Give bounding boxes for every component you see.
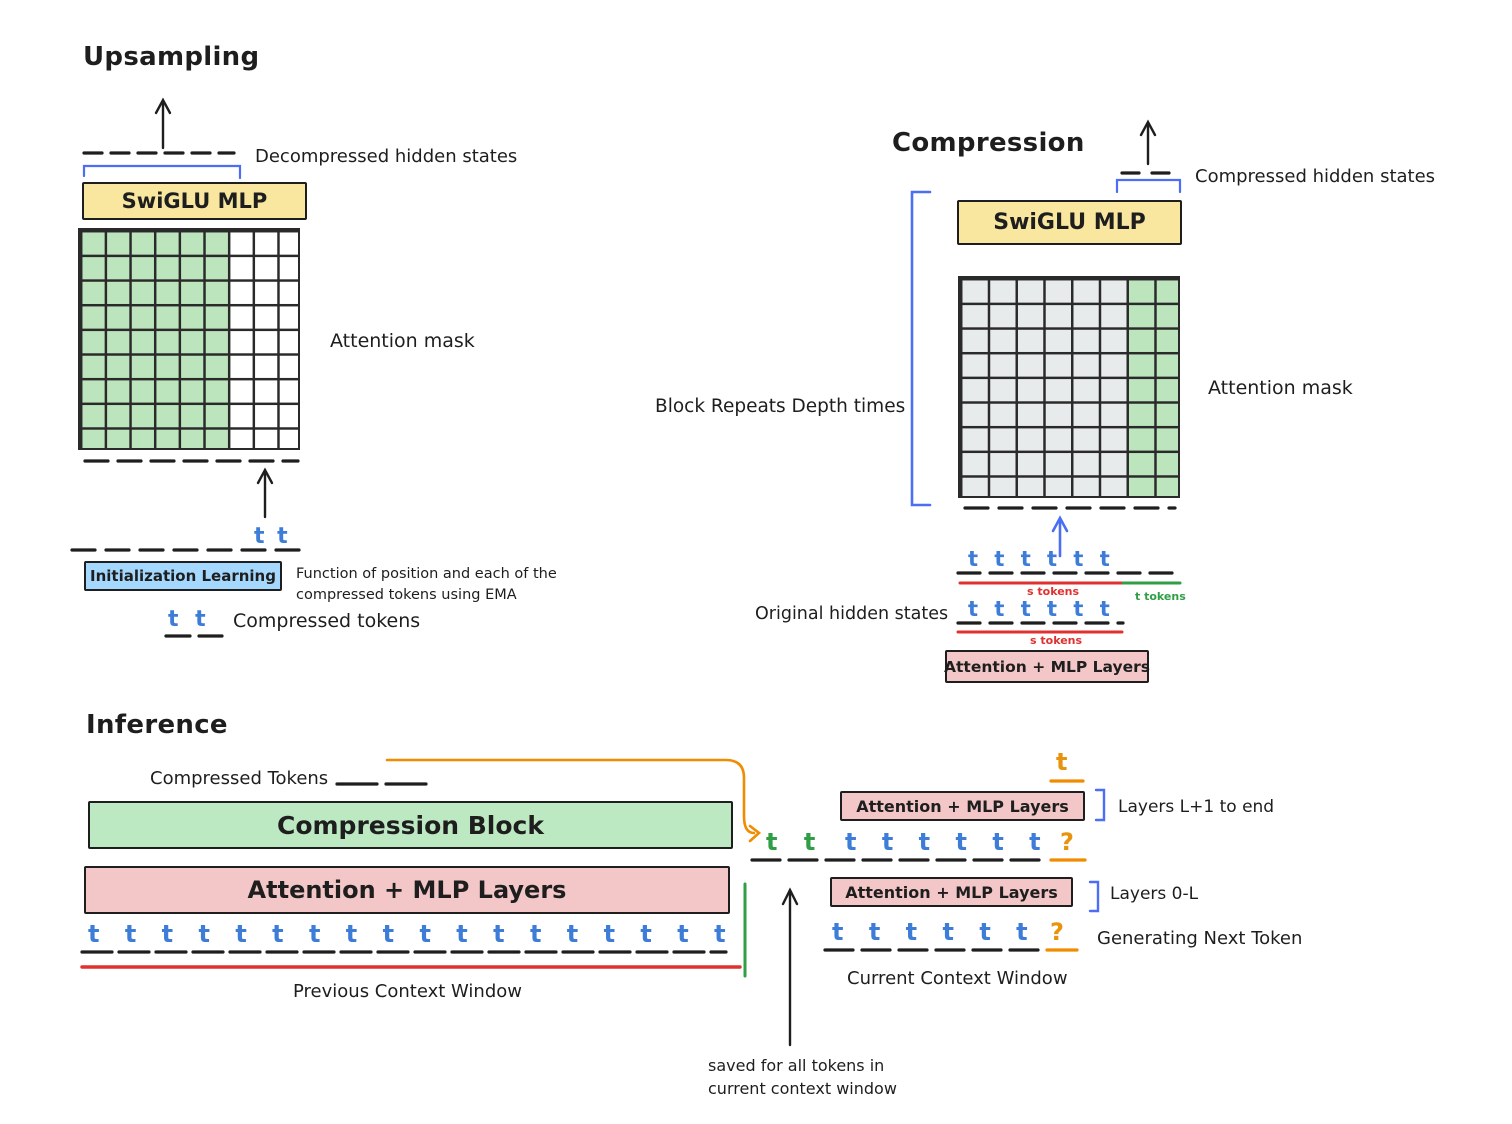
swiglu-mlp-box-compression: SwiGLU MLP — [957, 200, 1182, 245]
attention-mlp-box-top: Attention + MLP Layers — [840, 791, 1085, 821]
init-note: Function of position and each of the com… — [296, 566, 557, 603]
prev-context-tokens: t t t t t t t t t t t t t t t t t t — [88, 920, 726, 948]
decompressed-bracket — [82, 164, 242, 180]
prev-context-window-label: Previous Context Window — [293, 981, 522, 1002]
block-repeats-bracket — [910, 190, 932, 507]
decompressed-hidden-states-label: Decompressed hidden states — [255, 146, 518, 167]
compression-title: Compression — [892, 128, 1085, 158]
attention-mask-grid-upsampling — [78, 228, 300, 450]
mid-blue-tokens: t t t t t t — [845, 828, 1041, 856]
compressed-tokens-curve — [385, 758, 756, 835]
mid-green-tokens: t t — [766, 828, 816, 856]
layers-bottom-label: Layers 0-L — [1110, 884, 1199, 904]
compression-token-row-top: t t t t t t — [968, 547, 1110, 571]
swiglu-mlp-box-upsampling: SwiGLU MLP — [82, 182, 307, 220]
generating-next-token-label: Generating Next Token — [1097, 928, 1303, 949]
layers-bottom-bracket — [1088, 880, 1100, 913]
bottom-blue-tokens: t t t t t t — [832, 918, 1028, 946]
bottom-question-token: ? — [1050, 918, 1064, 946]
attention-mlp-box-inference: Attention + MLP Layers — [84, 866, 730, 914]
mid-question-token: ? — [1060, 828, 1074, 856]
compressed-tokens-label-inference: Compressed Tokens — [150, 768, 329, 789]
upsampling-title: Upsampling — [83, 42, 260, 72]
attention-mask-grid-compression — [958, 276, 1180, 498]
compressed-hidden-bracket — [1115, 178, 1182, 194]
layers-top-label: Layers L+1 to end — [1118, 797, 1275, 817]
tokens-above-init: t t — [254, 524, 288, 549]
compression-block-box: Compression Block — [88, 801, 733, 849]
s-tokens-label-2: s tokens — [1030, 634, 1083, 647]
attention-mask-label-upsampling: Attention mask — [330, 330, 475, 352]
attention-mlp-box-compression: Attention + MLP Layers — [944, 650, 1150, 683]
layers-top-bracket — [1094, 788, 1106, 822]
compression-token-row-bottom: t t t t t t — [968, 597, 1110, 621]
compressed-tokens-label: Compressed tokens — [233, 610, 421, 632]
compressed-hidden-states-label: Compressed hidden states — [1195, 166, 1436, 187]
attention-mlp-box-bottom: Attention + MLP Layers — [830, 877, 1073, 907]
inference-title: Inference — [86, 710, 228, 740]
block-repeats-label: Block Repeats Depth times — [655, 396, 906, 417]
original-hidden-states-label: Original hidden states — [755, 604, 949, 624]
t-tokens-label: t tokens — [1135, 590, 1186, 603]
current-context-window-label: Current Context Window — [847, 968, 1068, 989]
compressed-tokens: t t — [168, 607, 206, 632]
saved-note: saved for all tokens in current context … — [708, 1056, 897, 1098]
attention-mask-label-compression: Attention mask — [1208, 377, 1353, 399]
initialization-learning-box: Initialization Learning — [84, 561, 282, 591]
s-tokens-label-1: s tokens — [1027, 585, 1080, 598]
top-orange-token: t — [1056, 748, 1068, 776]
